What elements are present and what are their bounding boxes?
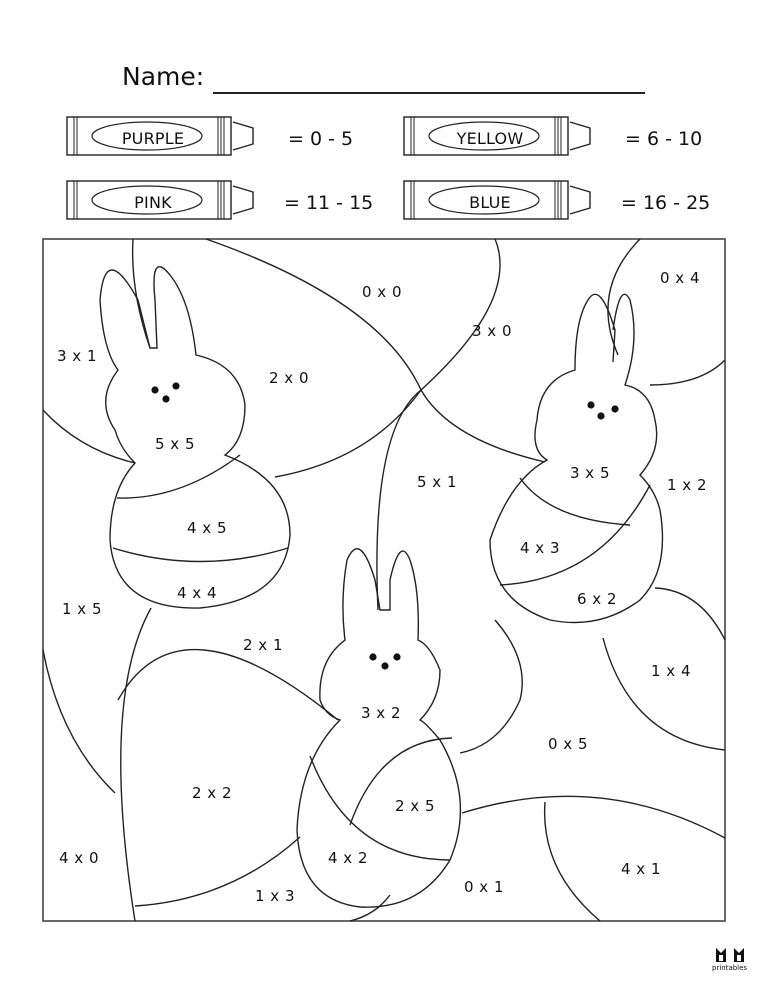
region-problem[interactable]: 0 x 1 bbox=[464, 878, 504, 896]
region-problem[interactable]: 4 x 1 bbox=[621, 860, 661, 878]
key-pink: PINK = 11 - 15 bbox=[66, 180, 373, 230]
crayon-icon bbox=[403, 180, 591, 220]
region-problem[interactable]: 5 x 1 bbox=[417, 473, 457, 491]
crayon-icon bbox=[403, 116, 591, 156]
region-problem[interactable]: 2 x 5 bbox=[395, 797, 435, 815]
key-blue: BLUE = 16 - 25 bbox=[403, 180, 710, 230]
name-line[interactable] bbox=[213, 92, 645, 94]
range-label: = 0 - 5 bbox=[288, 128, 354, 150]
region-problem[interactable]: 1 x 4 bbox=[651, 662, 691, 680]
region-problem[interactable]: 4 x 4 bbox=[177, 584, 217, 602]
region-problem[interactable]: 3 x 1 bbox=[57, 347, 97, 365]
region-problem[interactable]: 4 x 5 bbox=[187, 519, 227, 537]
key-yellow: YELLOW = 6 - 10 bbox=[403, 116, 703, 166]
printables-logo: printables bbox=[712, 944, 752, 980]
region-problem[interactable]: 3 x 2 bbox=[361, 704, 401, 722]
coloring-picture[interactable] bbox=[42, 238, 726, 922]
region-problem[interactable]: 0 x 0 bbox=[362, 283, 402, 301]
region-problem[interactable]: 1 x 5 bbox=[62, 600, 102, 618]
range-label: = 11 - 15 bbox=[284, 192, 374, 214]
region-problem[interactable]: 4 x 2 bbox=[328, 849, 368, 867]
region-problem[interactable]: 6 x 2 bbox=[577, 590, 617, 608]
region-problem[interactable]: 0 x 5 bbox=[548, 735, 588, 753]
region-problem[interactable]: 1 x 2 bbox=[667, 476, 707, 494]
region-problem[interactable]: 3 x 0 bbox=[472, 322, 512, 340]
color-label: PINK bbox=[134, 193, 172, 212]
range-label: = 6 - 10 bbox=[625, 128, 703, 150]
color-label: YELLOW bbox=[456, 129, 524, 148]
region-problem[interactable]: 1 x 3 bbox=[255, 887, 295, 905]
color-label: BLUE bbox=[469, 193, 511, 212]
range-label: = 16 - 25 bbox=[621, 192, 711, 214]
region-problem[interactable]: 2 x 1 bbox=[243, 636, 283, 654]
region-problem[interactable]: 2 x 2 bbox=[192, 784, 232, 802]
brand-text: printables bbox=[712, 964, 748, 972]
dog-logo-icon bbox=[716, 948, 744, 962]
crayon-icon bbox=[66, 180, 254, 220]
region-problem[interactable]: 5 x 5 bbox=[155, 435, 195, 453]
region-problem[interactable]: 4 x 3 bbox=[520, 539, 560, 557]
region-problem[interactable]: 0 x 4 bbox=[660, 269, 700, 287]
crayon-icon bbox=[66, 116, 254, 156]
key-purple: PURPLE = 0 - 5 bbox=[66, 116, 366, 166]
color-label: PURPLE bbox=[121, 129, 185, 148]
region-problem[interactable]: 2 x 0 bbox=[269, 369, 309, 387]
region-problem[interactable]: 4 x 0 bbox=[59, 849, 99, 867]
region-problem[interactable]: 3 x 5 bbox=[570, 464, 610, 482]
name-label: Name: bbox=[122, 62, 205, 91]
